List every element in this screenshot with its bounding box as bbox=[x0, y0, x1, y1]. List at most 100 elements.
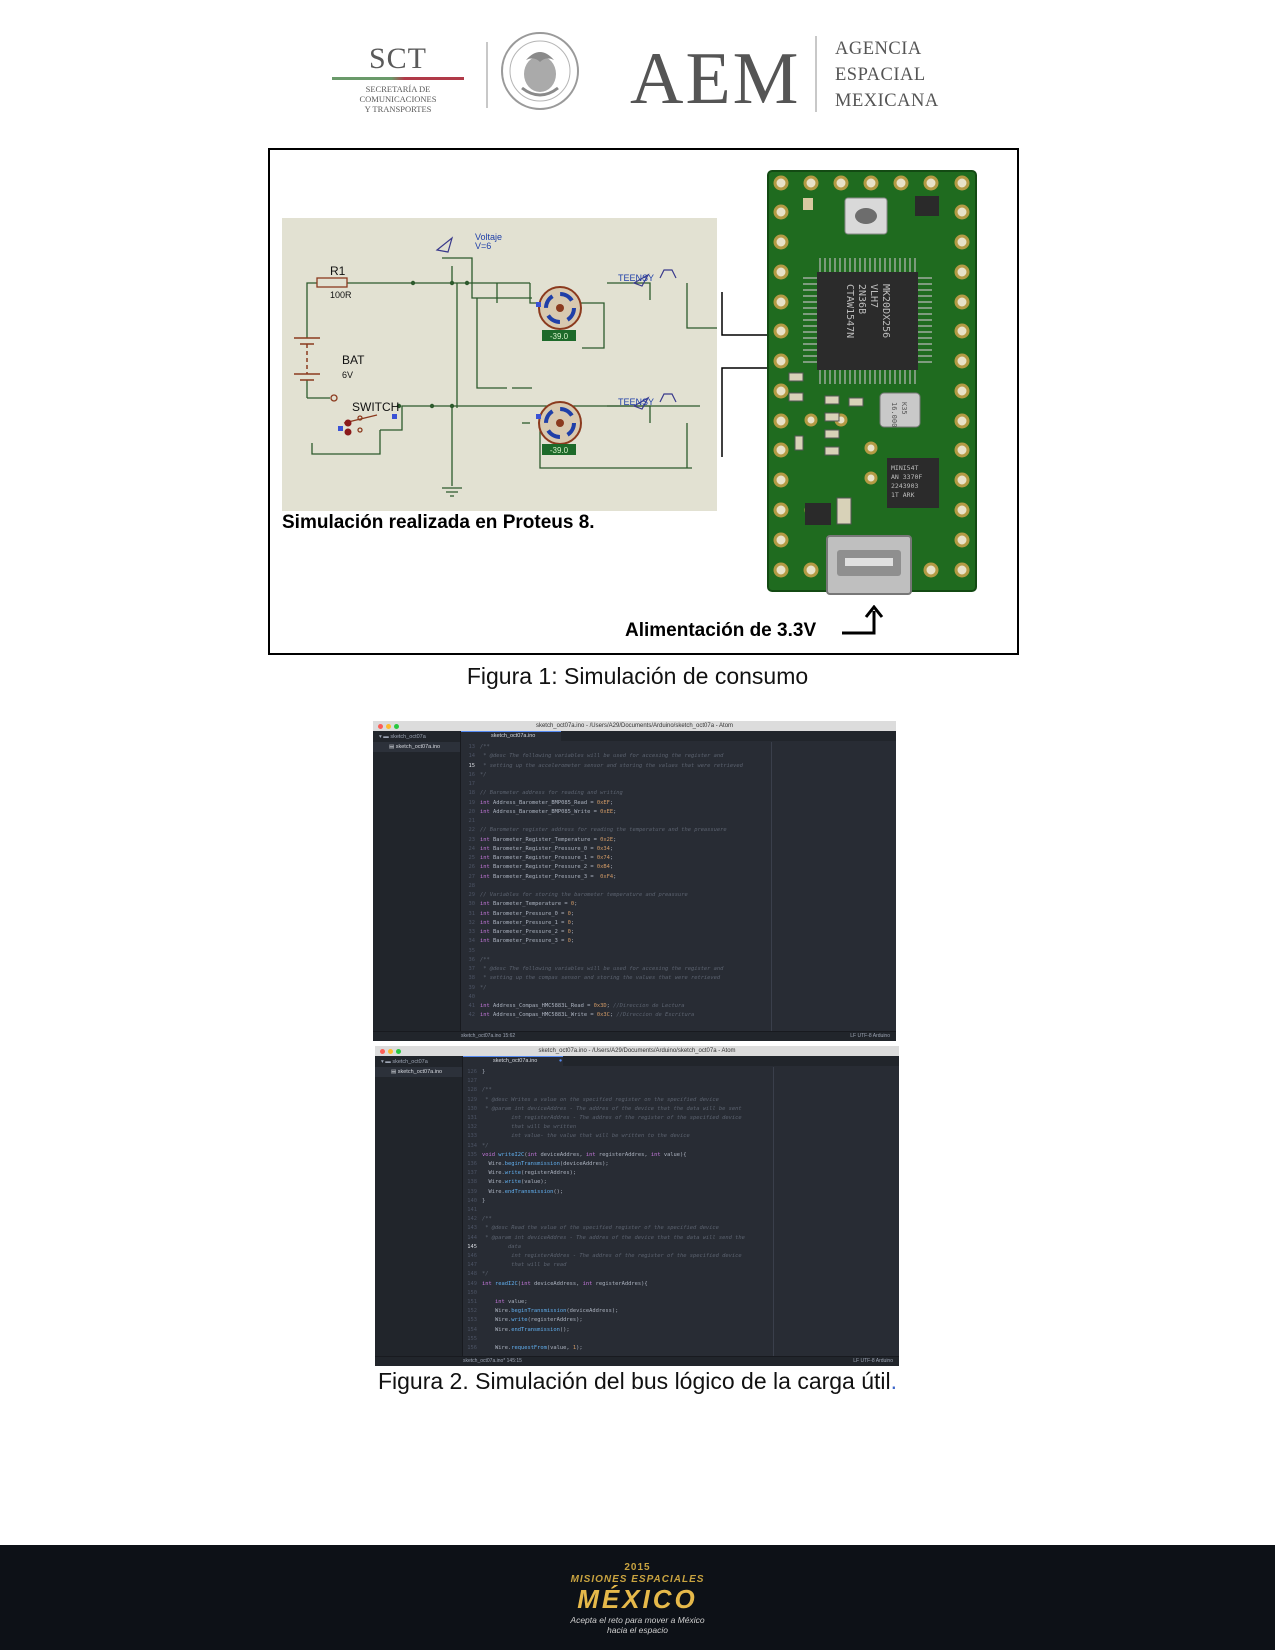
figure-1-frame bbox=[268, 148, 1019, 655]
wrap-guide bbox=[773, 1067, 774, 1357]
line-number: 33 bbox=[468, 929, 476, 935]
code-token: 0xB4 bbox=[596, 864, 610, 871]
chip2-marking: MINI54T bbox=[891, 464, 918, 472]
tab-sketch-file[interactable]: sketch_oct07a.ino ● bbox=[463, 1056, 563, 1066]
tree-file-item[interactable]: ▤ sketch_oct07a.ino bbox=[375, 1067, 462, 1077]
tab-sketch-file[interactable]: sketch_oct07a.ino bbox=[461, 731, 561, 741]
line-number: 156 bbox=[467, 1345, 477, 1351]
line-number: 143 bbox=[467, 1225, 477, 1232]
code-token: int bbox=[480, 1012, 490, 1019]
code-token: value; bbox=[504, 1299, 528, 1305]
code-token: Wire. bbox=[482, 1308, 512, 1315]
code-token: beginTransmission bbox=[511, 1308, 567, 1315]
line-number: 148 bbox=[467, 1271, 477, 1278]
figure-1-caption: Figura 1: Simulación de consumo bbox=[466, 663, 809, 689]
code-token: int bbox=[520, 1280, 531, 1287]
line-number: 21 bbox=[468, 818, 476, 824]
code-line: int value; bbox=[482, 1299, 527, 1305]
line-number: 15 bbox=[468, 762, 476, 769]
project-folder[interactable]: ▾ ▬ sketch_oct07a bbox=[381, 1059, 428, 1065]
line-number: 133 bbox=[467, 1133, 477, 1140]
board-connection-lines bbox=[721, 292, 768, 457]
minimize-window-icon[interactable] bbox=[386, 724, 391, 729]
code-token: int bbox=[480, 919, 490, 926]
code-token: Barometer_Register_Pressure_1 = bbox=[489, 855, 597, 861]
code-line: * @desc The following variables will be … bbox=[480, 753, 723, 759]
code-token: requestFrom bbox=[511, 1345, 547, 1351]
line-number: 31 bbox=[468, 910, 476, 917]
code-line: int Barometer_Register_Pressure_2 = 0xB4… bbox=[480, 864, 613, 870]
code-line: int Barometer_Pressure_0 = 0; bbox=[480, 911, 574, 917]
code-token: (value); bbox=[520, 1179, 547, 1186]
close-window-icon[interactable] bbox=[380, 1049, 385, 1054]
code-token: registerAddres){ bbox=[592, 1280, 648, 1287]
line-number: 36 bbox=[468, 956, 476, 963]
line-number: 23 bbox=[468, 836, 476, 843]
code-token: ; bbox=[609, 799, 614, 806]
code-token: 0 bbox=[567, 919, 571, 926]
code-line: int registerAddres - The addres of the r… bbox=[482, 1253, 741, 1259]
code-line: */ bbox=[480, 772, 487, 778]
code-token: data bbox=[482, 1243, 521, 1250]
code-token: /** bbox=[480, 956, 490, 963]
window-controls bbox=[378, 723, 402, 733]
code-token: */ bbox=[482, 1142, 489, 1149]
circuit-schematic: Voltaje V=6 R1 100R BAT 6V SWITCH TEENSY… bbox=[294, 232, 717, 497]
code-line: Wire.beginTransmission(deviceAddres); bbox=[482, 1161, 609, 1167]
code-token: Barometer_Pressure_2 = bbox=[489, 929, 568, 935]
code-area[interactable]: 13/**14 * @desc The following variables … bbox=[461, 742, 896, 1032]
close-window-icon[interactable] bbox=[378, 724, 383, 729]
footer-slogan-line: hacia el espacio bbox=[607, 1625, 668, 1635]
code-token: (registerAddres); bbox=[527, 1317, 583, 1324]
code-line: int Address_Barometer_BMP085_Write = 0xE… bbox=[480, 809, 616, 815]
sct-logo-text: SCT bbox=[368, 42, 428, 75]
code-token: Barometer_Register_Pressure_0 = bbox=[489, 845, 597, 852]
line-number: 18 bbox=[468, 790, 476, 797]
code-token: ); bbox=[576, 1345, 583, 1351]
code-line: /** bbox=[482, 1216, 492, 1222]
code-line: /** bbox=[480, 957, 490, 963]
code-line: } bbox=[482, 1198, 485, 1204]
code-token: 1 bbox=[572, 1345, 577, 1351]
status-bar: sketch_oct07a.ino 15:62 LF UTF-8 Arduino bbox=[373, 1031, 896, 1041]
code-token: int bbox=[480, 873, 490, 880]
maximize-window-icon[interactable] bbox=[396, 1049, 401, 1054]
code-line: void writeI2C(int deviceAddres, int regi… bbox=[482, 1152, 687, 1158]
code-token: int bbox=[480, 901, 490, 908]
status-bar: sketch_oct07a.ino* 145:15 LF UTF-8 Ardui… bbox=[375, 1356, 899, 1366]
code-line: /** bbox=[482, 1087, 492, 1093]
voltage-probe-value: V=6 bbox=[475, 241, 491, 251]
maximize-window-icon[interactable] bbox=[394, 724, 399, 729]
chip2-marking: 2243903 bbox=[891, 482, 918, 490]
code-token: int bbox=[480, 799, 490, 806]
code-line: int Barometer_Register_Temperature = 0x2… bbox=[480, 837, 616, 843]
project-folder[interactable]: ▾ ▬ sketch_oct07a bbox=[379, 734, 426, 740]
status-encoding-grammar: LF UTF-8 Arduino bbox=[850, 1033, 890, 1039]
code-token: */ bbox=[480, 771, 487, 778]
code-line: Wire.write(value); bbox=[482, 1179, 547, 1186]
code-token: deviceAddres, bbox=[537, 1151, 586, 1158]
crystal-marking: 16.000 bbox=[890, 402, 898, 427]
code-line: data bbox=[482, 1244, 521, 1250]
simulation-caption: Simulación realizada en Proteus 8. bbox=[282, 512, 595, 533]
code-line: int registerAddres - The addres of the r… bbox=[482, 1115, 741, 1121]
code-token: (deviceAddres); bbox=[559, 1161, 609, 1167]
window-title: sketch_oct07a.ino - /Users/A29/Documents… bbox=[535, 723, 734, 729]
tab-label: sketch_oct07a.ino bbox=[491, 733, 536, 739]
code-token: int bbox=[480, 938, 490, 945]
line-number: 131 bbox=[467, 1115, 477, 1121]
status-file-position: sketch_oct07a.ino 15:62 bbox=[461, 1033, 516, 1039]
code-token: * @desc Read the value of the specified … bbox=[482, 1225, 719, 1232]
tree-file-item[interactable]: ▤ sketch_oct07a.ino bbox=[373, 742, 460, 752]
minimize-window-icon[interactable] bbox=[388, 1049, 393, 1054]
agency-line: MEXICANA bbox=[835, 91, 939, 111]
code-token: * @param int deviceAddres - The addres o… bbox=[482, 1234, 745, 1241]
code-token: } bbox=[482, 1069, 486, 1075]
line-number: 150 bbox=[467, 1289, 477, 1296]
code-token: ; bbox=[570, 938, 575, 945]
code-token: int bbox=[480, 1003, 490, 1009]
code-token: Barometer_Pressure_3 = bbox=[489, 938, 568, 945]
proteus-schematic bbox=[282, 218, 717, 511]
sct-subtitle-line: Secretaría de bbox=[365, 84, 431, 94]
